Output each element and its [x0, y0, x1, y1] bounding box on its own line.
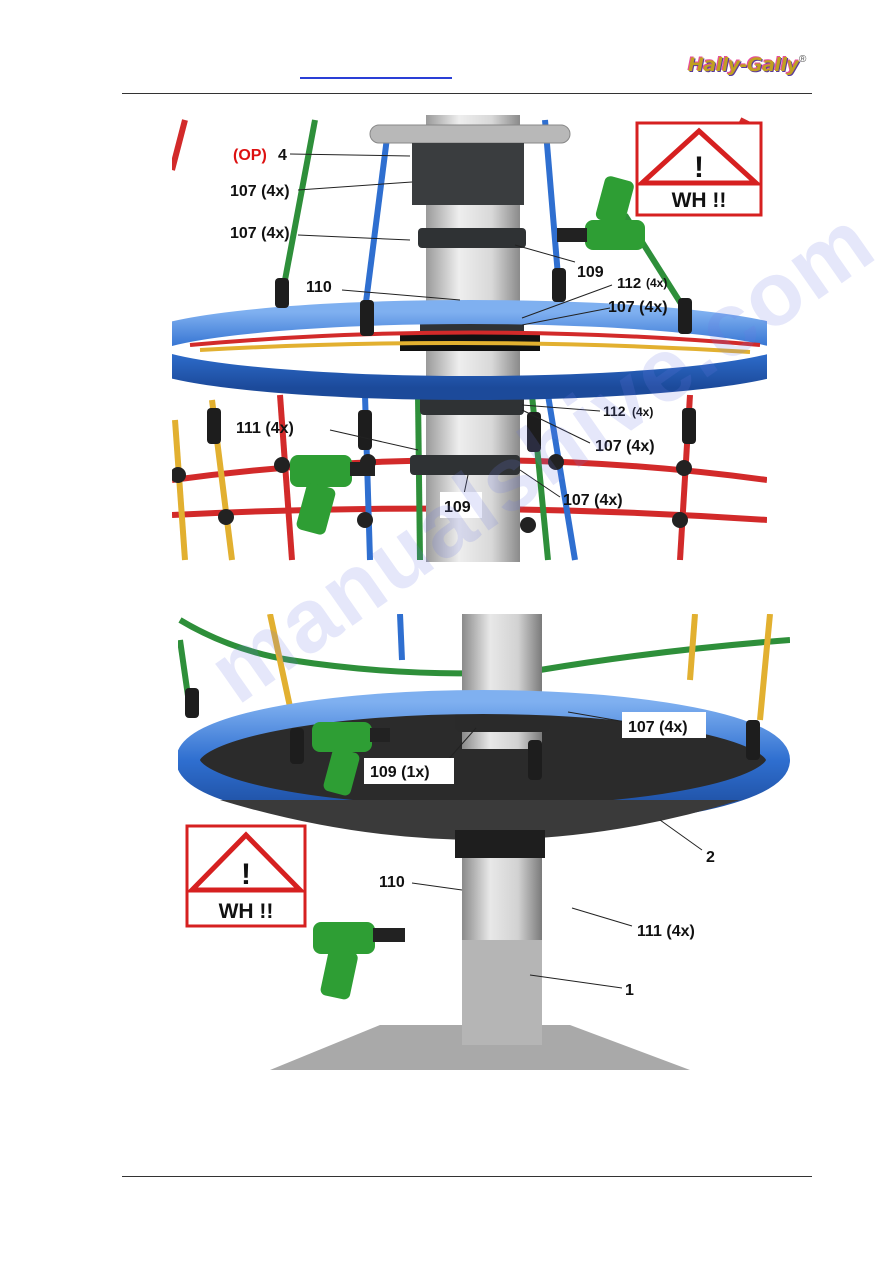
drill-icon-3 [312, 722, 390, 796]
label-107-e: 107 (4x) [563, 492, 623, 509]
label-107-a: 107 (4x) [230, 183, 290, 200]
label-109-box [364, 758, 454, 784]
label-107-b: 107 (4x) [230, 225, 290, 242]
warning-exclamation: ! [694, 151, 704, 184]
label-110-a: 110 [306, 279, 332, 296]
registered-mark: ® [799, 54, 807, 65]
label-111: 111 (4x) [236, 420, 294, 437]
drill-icon-2 [290, 455, 375, 535]
warning-exclamation-2: ! [241, 858, 251, 891]
drill-icon-4 [313, 922, 405, 1000]
label-1: 1 [625, 982, 634, 999]
figure-2-assembly-illustration: ! WH !! 107 (4x) 109 (1x) 2 110 111 (4x)… [178, 614, 790, 1070]
header-link-underline[interactable] [300, 77, 452, 79]
warning-text-2: WH !! [219, 900, 274, 923]
label-109-fig2: 109 (1x) [370, 764, 430, 781]
label-112-a: 112 [617, 275, 641, 292]
label-111-fig2: 111 (4x) [637, 923, 695, 940]
label-op: (OP) [233, 147, 267, 164]
label-2: 2 [706, 849, 715, 866]
brand-logo: Hally-Gally [688, 54, 799, 76]
label-109-b-box [440, 492, 482, 518]
label-4: 4 [278, 147, 287, 164]
label-109-b: 109 [444, 499, 471, 516]
drill-icon-1 [557, 176, 645, 250]
warning-sign-1: ! WH !! [635, 121, 763, 217]
label-107-fig2: 107 (4x) [628, 719, 688, 736]
label-112-b: 112 [603, 403, 626, 419]
figure-1-assembly-illustration: ! WH !! (OP) 4 107 (4x) 107 (4x) 109 110… [172, 115, 767, 562]
warning-text: WH !! [672, 189, 727, 212]
label-112-a-qty: (4x) [646, 276, 667, 290]
label-107-c: 107 (4x) [608, 299, 668, 316]
header-divider [122, 93, 812, 94]
footer-divider [122, 1176, 812, 1177]
label-107-box [622, 712, 706, 738]
label-110-fig2: 110 [379, 874, 405, 891]
label-109-a: 109 [577, 264, 604, 281]
warning-sign-2: ! WH !! [185, 824, 307, 928]
label-107-d: 107 (4x) [595, 438, 655, 455]
label-112-b-qty: (4x) [632, 405, 653, 419]
